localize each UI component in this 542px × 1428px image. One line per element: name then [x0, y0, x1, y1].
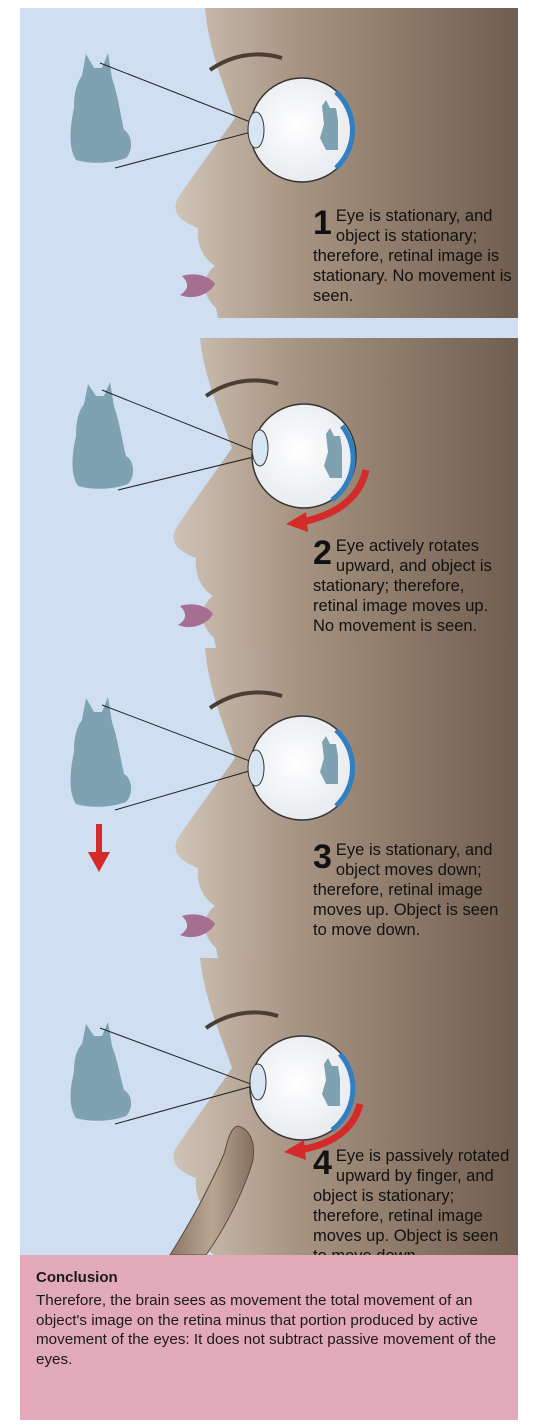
- step-4-caption: 4 Eye is passively rotated upward by fin…: [313, 1146, 513, 1255]
- step-3-number: 3: [313, 842, 332, 872]
- conclusion-box: Conclusion Therefore, the brain sees as …: [20, 1255, 518, 1420]
- step-3-text: Eye is stationary, and object moves down…: [313, 841, 498, 939]
- diagram-panel: 1 Eye is stationary, and object is stati…: [20, 8, 518, 1255]
- lens: [252, 430, 268, 466]
- lens: [248, 750, 264, 786]
- lens: [250, 1064, 266, 1100]
- down-arrow-shaft: [96, 824, 102, 856]
- step-3-caption: 3 Eye is stationary, and object moves do…: [313, 840, 513, 940]
- step-2-text: Eye actively rotates upward, and object …: [313, 537, 492, 635]
- down-arrow-head: [88, 852, 110, 872]
- cat-silhouette: [71, 1022, 132, 1121]
- conclusion-title: Conclusion: [36, 1269, 118, 1286]
- step-1-number: 1: [313, 208, 332, 238]
- scene-3: 3 Eye is stationary, and object moves do…: [20, 648, 518, 958]
- scene-1: 1 Eye is stationary, and object is stati…: [20, 8, 518, 318]
- conclusion-text: Therefore, the brain sees as movement th…: [36, 1291, 506, 1369]
- scene-2: 2 Eye actively rotates upward, and objec…: [20, 338, 518, 648]
- scene-4: 4 Eye is passively rotated upward by fin…: [20, 958, 518, 1255]
- step-2-caption: 2 Eye actively rotates upward, and objec…: [313, 536, 513, 636]
- cat-silhouette: [73, 382, 134, 489]
- step-1-caption: 1 Eye is stationary, and object is stati…: [313, 206, 513, 306]
- step-1-text: Eye is stationary, and object is station…: [313, 207, 512, 305]
- step-2-number: 2: [313, 538, 332, 568]
- step-4-text: Eye is passively rotated upward by finge…: [313, 1147, 509, 1255]
- step-4-number: 4: [313, 1148, 332, 1178]
- cat-silhouette: [71, 697, 132, 807]
- cat-silhouette: [71, 53, 132, 163]
- lens: [248, 112, 264, 148]
